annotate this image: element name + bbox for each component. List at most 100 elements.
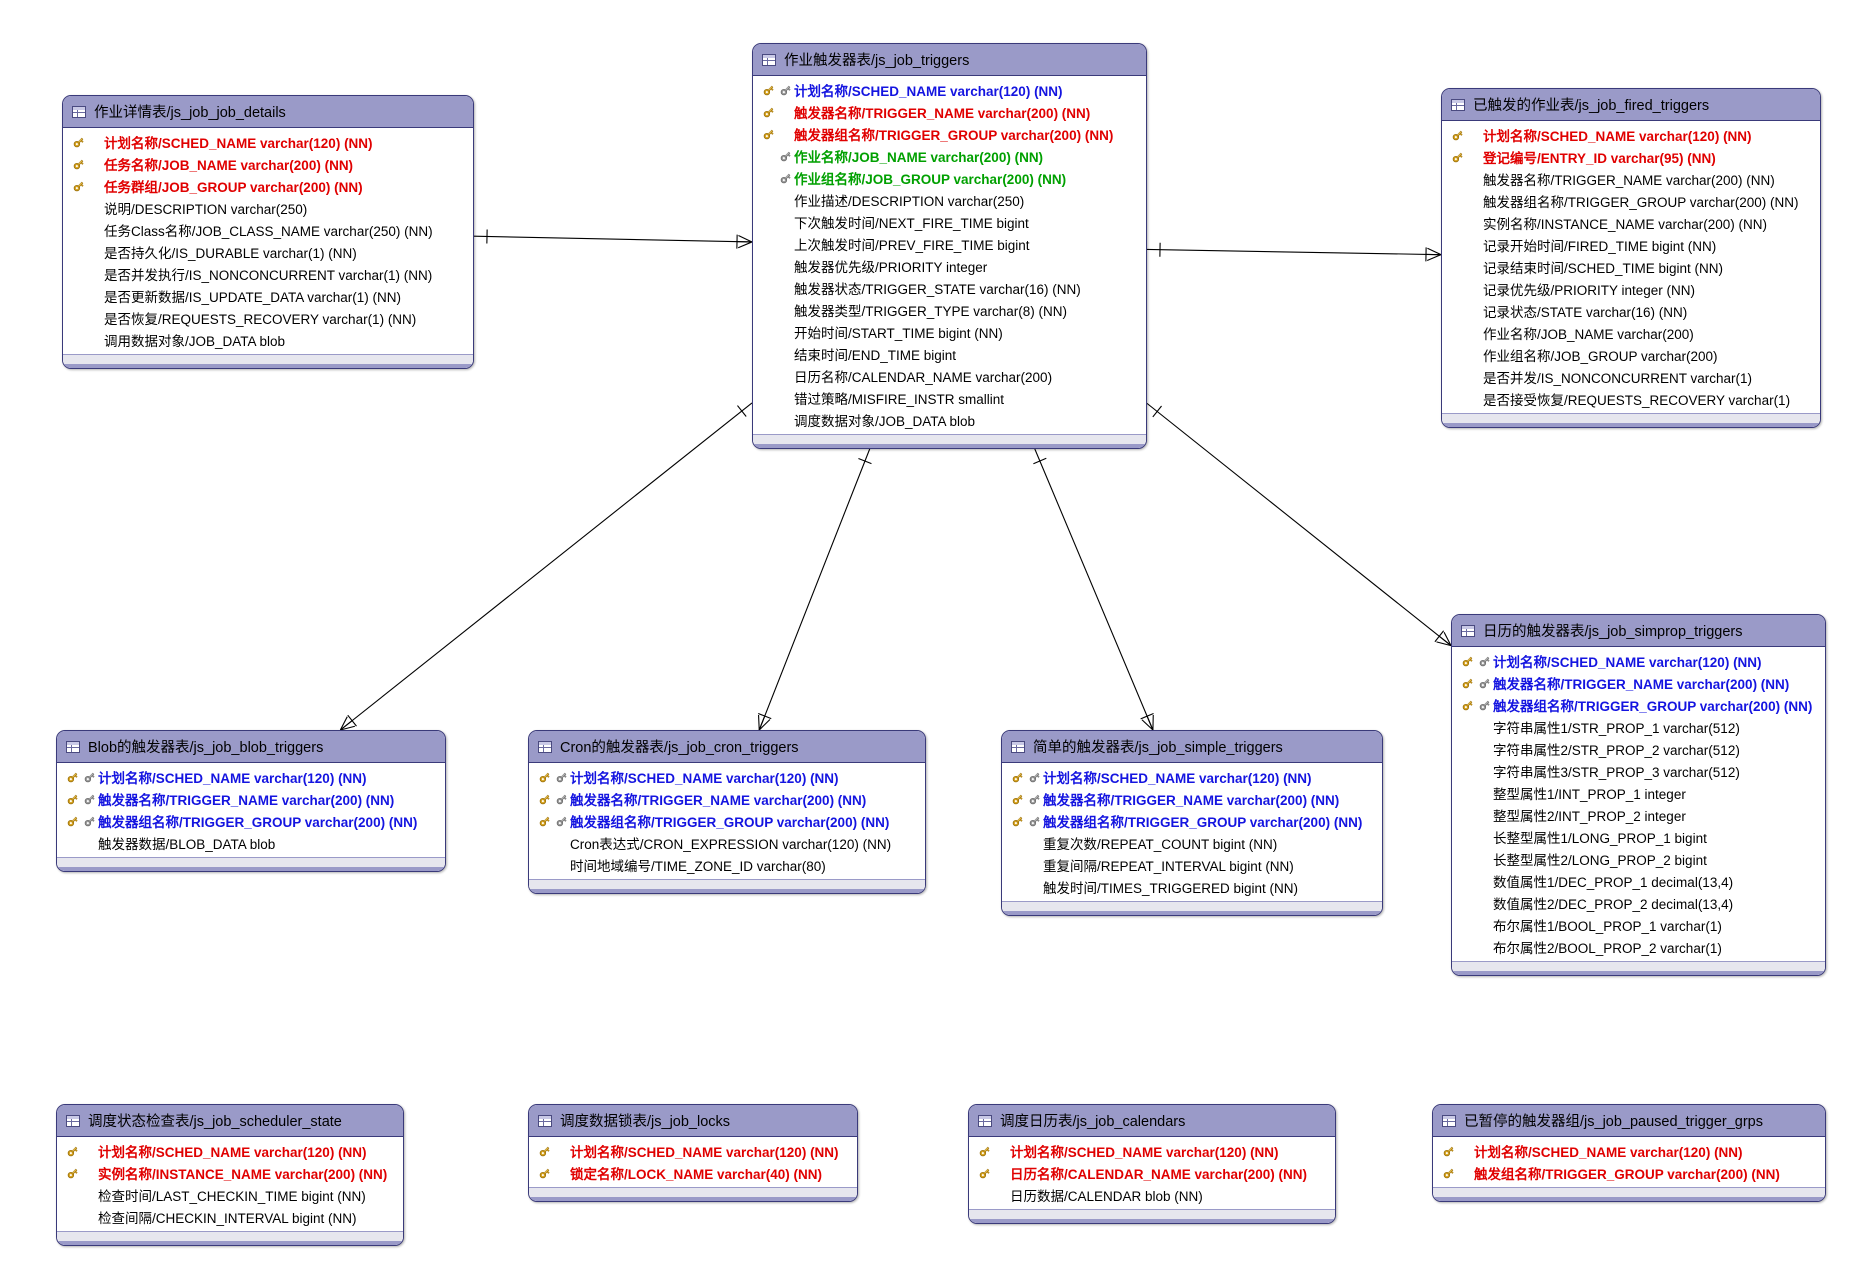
attribute-row[interactable]: 触发器组名称/TRIGGER_GROUP varchar(200) (NN): [1442, 190, 1820, 212]
entity-header-simprop_triggers[interactable]: 日历的触发器表/js_job_simprop_triggers: [1452, 615, 1825, 647]
attribute-row[interactable]: 计划名称/SCHED_NAME varchar(120) (NN): [753, 79, 1146, 101]
attribute-row[interactable]: 字符串属性3/STR_PROP_3 varchar(512): [1452, 760, 1825, 782]
entity-header-locks[interactable]: 调度数据锁表/js_job_locks: [529, 1105, 857, 1137]
entity-header-fired_triggers[interactable]: 已触发的作业表/js_job_fired_triggers: [1442, 89, 1820, 121]
attribute-row[interactable]: 计划名称/SCHED_NAME varchar(120) (NN): [57, 766, 445, 788]
entity-simprop_triggers[interactable]: 日历的触发器表/js_job_simprop_triggers 计划名称/SCHE…: [1451, 614, 1826, 976]
attribute-row[interactable]: 长整型属性1/LONG_PROP_1 bigint: [1452, 826, 1825, 848]
entity-header-blob_triggers[interactable]: Blob的触发器表/js_job_blob_triggers: [57, 731, 445, 763]
attribute-row[interactable]: 触发器组名称/TRIGGER_GROUP varchar(200) (NN): [57, 810, 445, 832]
attribute-row[interactable]: 计划名称/SCHED_NAME varchar(120) (NN): [63, 131, 473, 153]
entity-header-simple_triggers[interactable]: 简单的触发器表/js_job_simple_triggers: [1002, 731, 1382, 763]
attribute-row[interactable]: 错过策略/MISFIRE_INSTR smallint: [753, 387, 1146, 409]
attribute-row[interactable]: 触发组名称/TRIGGER_GROUP varchar(200) (NN): [1433, 1162, 1825, 1184]
attribute-row[interactable]: 作业名称/JOB_NAME varchar(200) (NN): [753, 145, 1146, 167]
attribute-row[interactable]: 任务群组/JOB_GROUP varchar(200) (NN): [63, 175, 473, 197]
attribute-row[interactable]: 触发器组名称/TRIGGER_GROUP varchar(200) (NN): [1002, 810, 1382, 832]
attribute-row[interactable]: 触发器名称/TRIGGER_NAME varchar(200) (NN): [1452, 672, 1825, 694]
attribute-row[interactable]: 下次触发时间/NEXT_FIRE_TIME bigint: [753, 211, 1146, 233]
attribute-row[interactable]: 任务Class名称/JOB_CLASS_NAME varchar(250) (N…: [63, 219, 473, 241]
attribute-row[interactable]: 数值属性2/DEC_PROP_2 decimal(13,4): [1452, 892, 1825, 914]
entity-header-cron_triggers[interactable]: Cron的触发器表/js_job_cron_triggers: [529, 731, 925, 763]
attribute-row[interactable]: 计划名称/SCHED_NAME varchar(120) (NN): [1433, 1140, 1825, 1162]
attribute-row[interactable]: 触发时间/TIMES_TRIGGERED bigint (NN): [1002, 876, 1382, 898]
attribute-row[interactable]: 作业名称/JOB_NAME varchar(200): [1442, 322, 1820, 344]
attribute-row[interactable]: 长整型属性2/LONG_PROP_2 bigint: [1452, 848, 1825, 870]
attribute-row[interactable]: 计划名称/SCHED_NAME varchar(120) (NN): [1002, 766, 1382, 788]
attribute-row[interactable]: 是否更新数据/IS_UPDATE_DATA varchar(1) (NN): [63, 285, 473, 307]
attribute-row[interactable]: 时间地域编号/TIME_ZONE_ID varchar(80): [529, 854, 925, 876]
attribute-row[interactable]: 是否恢复/REQUESTS_RECOVERY varchar(1) (NN): [63, 307, 473, 329]
attribute-row[interactable]: 触发器组名称/TRIGGER_GROUP varchar(200) (NN): [1452, 694, 1825, 716]
attribute-row[interactable]: 触发器名称/TRIGGER_NAME varchar(200) (NN): [1442, 168, 1820, 190]
entity-calendars[interactable]: 调度日历表/js_job_calendars 计划名称/SCHED_NAME va…: [968, 1104, 1336, 1224]
attribute-row[interactable]: 触发器名称/TRIGGER_NAME varchar(200) (NN): [753, 101, 1146, 123]
attribute-row[interactable]: 登记编号/ENTRY_ID varchar(95) (NN): [1442, 146, 1820, 168]
entity-job_details[interactable]: 作业详情表/js_job_job_details 计划名称/SCHED_NAME …: [62, 95, 474, 369]
entity-header-scheduler_state[interactable]: 调度状态检查表/js_job_scheduler_state: [57, 1105, 403, 1137]
attribute-row[interactable]: 记录开始时间/FIRED_TIME bigint (NN): [1442, 234, 1820, 256]
attribute-row[interactable]: 触发器名称/TRIGGER_NAME varchar(200) (NN): [57, 788, 445, 810]
attribute-row[interactable]: 是否并发执行/IS_NONCONCURRENT varchar(1) (NN): [63, 263, 473, 285]
attribute-row[interactable]: 计划名称/SCHED_NAME varchar(120) (NN): [1452, 650, 1825, 672]
attribute-row[interactable]: 计划名称/SCHED_NAME varchar(120) (NN): [969, 1140, 1335, 1162]
attribute-row[interactable]: 触发器组名称/TRIGGER_GROUP varchar(200) (NN): [529, 810, 925, 832]
attribute-row[interactable]: 计划名称/SCHED_NAME varchar(120) (NN): [529, 766, 925, 788]
attribute-row[interactable]: 字符串属性2/STR_PROP_2 varchar(512): [1452, 738, 1825, 760]
attribute-row[interactable]: 日历数据/CALENDAR blob (NN): [969, 1184, 1335, 1206]
attribute-row[interactable]: 计划名称/SCHED_NAME varchar(120) (NN): [1442, 124, 1820, 146]
attribute-row[interactable]: 是否持久化/IS_DURABLE varchar(1) (NN): [63, 241, 473, 263]
attribute-row[interactable]: 任务名称/JOB_NAME varchar(200) (NN): [63, 153, 473, 175]
attribute-row[interactable]: 上次触发时间/PREV_FIRE_TIME bigint: [753, 233, 1146, 255]
attribute-row[interactable]: 触发器状态/TRIGGER_STATE varchar(16) (NN): [753, 277, 1146, 299]
entity-fired_triggers[interactable]: 已触发的作业表/js_job_fired_triggers 计划名称/SCHED_…: [1441, 88, 1821, 428]
attribute-row[interactable]: 日历名称/CALENDAR_NAME varchar(200): [753, 365, 1146, 387]
attribute-row[interactable]: 触发器组名称/TRIGGER_GROUP varchar(200) (NN): [753, 123, 1146, 145]
attribute-row[interactable]: 触发器类型/TRIGGER_TYPE varchar(8) (NN): [753, 299, 1146, 321]
attribute-row[interactable]: 调度数据对象/JOB_DATA blob: [753, 409, 1146, 431]
attribute-row[interactable]: 重复次数/REPEAT_COUNT bigint (NN): [1002, 832, 1382, 854]
attribute-row[interactable]: 计划名称/SCHED_NAME varchar(120) (NN): [57, 1140, 403, 1162]
attribute-row[interactable]: 说明/DESCRIPTION varchar(250): [63, 197, 473, 219]
attribute-row[interactable]: 作业描述/DESCRIPTION varchar(250): [753, 189, 1146, 211]
entity-paused_trigger_grps[interactable]: 已暂停的触发器组/js_job_paused_trigger_grps 计划名称/…: [1432, 1104, 1826, 1202]
attribute-row[interactable]: 整型属性1/INT_PROP_1 integer: [1452, 782, 1825, 804]
attribute-row[interactable]: 记录状态/STATE varchar(16) (NN): [1442, 300, 1820, 322]
attribute-row[interactable]: 布尔属性1/BOOL_PROP_1 varchar(1): [1452, 914, 1825, 936]
attribute-row[interactable]: 检查时间/LAST_CHECKIN_TIME bigint (NN): [57, 1184, 403, 1206]
attribute-row[interactable]: 记录优先级/PRIORITY integer (NN): [1442, 278, 1820, 300]
attribute-row[interactable]: Cron表达式/CRON_EXPRESSION varchar(120) (NN…: [529, 832, 925, 854]
attribute-row[interactable]: 开始时间/START_TIME bigint (NN): [753, 321, 1146, 343]
attribute-row[interactable]: 字符串属性1/STR_PROP_1 varchar(512): [1452, 716, 1825, 738]
attribute-row[interactable]: 整型属性2/INT_PROP_2 integer: [1452, 804, 1825, 826]
entity-header-paused_trigger_grps[interactable]: 已暂停的触发器组/js_job_paused_trigger_grps: [1433, 1105, 1825, 1137]
attribute-row[interactable]: 作业组名称/JOB_GROUP varchar(200) (NN): [753, 167, 1146, 189]
attribute-row[interactable]: 结束时间/END_TIME bigint: [753, 343, 1146, 365]
attribute-row[interactable]: 是否接受恢复/REQUESTS_RECOVERY varchar(1): [1442, 388, 1820, 410]
entity-scheduler_state[interactable]: 调度状态检查表/js_job_scheduler_state 计划名称/SCHED…: [56, 1104, 404, 1246]
entity-cron_triggers[interactable]: Cron的触发器表/js_job_cron_triggers 计划名称/SCHED…: [528, 730, 926, 894]
attribute-row[interactable]: 触发器名称/TRIGGER_NAME varchar(200) (NN): [1002, 788, 1382, 810]
attribute-row[interactable]: 重复间隔/REPEAT_INTERVAL bigint (NN): [1002, 854, 1382, 876]
attribute-row[interactable]: 锁定名称/LOCK_NAME varchar(40) (NN): [529, 1162, 857, 1184]
attribute-row[interactable]: 调用数据对象/JOB_DATA blob: [63, 329, 473, 351]
attribute-row[interactable]: 触发器名称/TRIGGER_NAME varchar(200) (NN): [529, 788, 925, 810]
attribute-row[interactable]: 触发器优先级/PRIORITY integer: [753, 255, 1146, 277]
entity-header-job_triggers[interactable]: 作业触发器表/js_job_triggers: [753, 44, 1146, 76]
attribute-row[interactable]: 实例名称/INSTANCE_NAME varchar(200) (NN): [1442, 212, 1820, 234]
entity-blob_triggers[interactable]: Blob的触发器表/js_job_blob_triggers 计划名称/SCHED…: [56, 730, 446, 872]
attribute-row[interactable]: 数值属性1/DEC_PROP_1 decimal(13,4): [1452, 870, 1825, 892]
entity-job_triggers[interactable]: 作业触发器表/js_job_triggers 计划名称/SCHED_NAME va…: [752, 43, 1147, 449]
attribute-row[interactable]: 实例名称/INSTANCE_NAME varchar(200) (NN): [57, 1162, 403, 1184]
attribute-row[interactable]: 日历名称/CALENDAR_NAME varchar(200) (NN): [969, 1162, 1335, 1184]
attribute-row[interactable]: 记录结束时间/SCHED_TIME bigint (NN): [1442, 256, 1820, 278]
entity-simple_triggers[interactable]: 简单的触发器表/js_job_simple_triggers 计划名称/SCHED…: [1001, 730, 1383, 916]
attribute-row[interactable]: 作业组名称/JOB_GROUP varchar(200): [1442, 344, 1820, 366]
entity-header-calendars[interactable]: 调度日历表/js_job_calendars: [969, 1105, 1335, 1137]
attribute-row[interactable]: 检查间隔/CHECKIN_INTERVAL bigint (NN): [57, 1206, 403, 1228]
entity-locks[interactable]: 调度数据锁表/js_job_locks 计划名称/SCHED_NAME varch…: [528, 1104, 858, 1202]
attribute-row[interactable]: 计划名称/SCHED_NAME varchar(120) (NN): [529, 1140, 857, 1162]
attribute-row[interactable]: 布尔属性2/BOOL_PROP_2 varchar(1): [1452, 936, 1825, 958]
entity-header-job_details[interactable]: 作业详情表/js_job_job_details: [63, 96, 473, 128]
attribute-row[interactable]: 触发器数据/BLOB_DATA blob: [57, 832, 445, 854]
